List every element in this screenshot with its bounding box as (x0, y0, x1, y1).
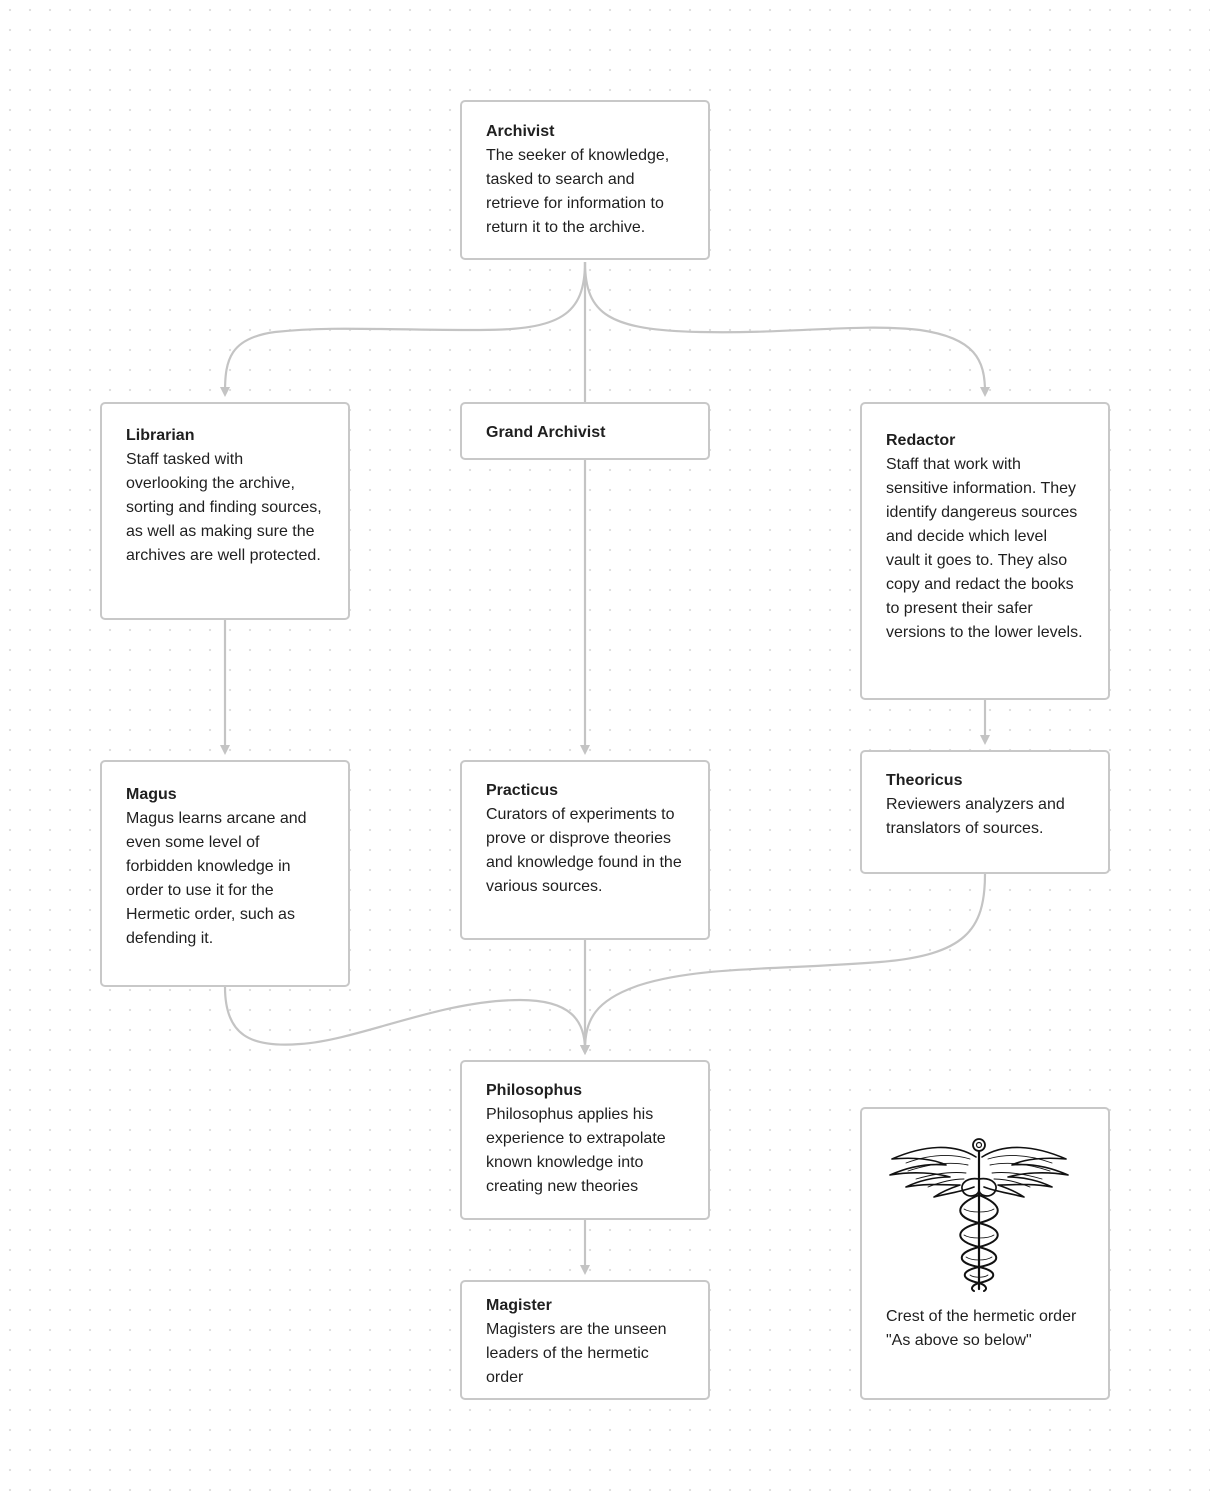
node-philosophus[interactable]: Philosophus Philosophus applies his expe… (460, 1060, 710, 1220)
node-description: Magus learns arcane and even some level … (126, 810, 307, 947)
node-title: Magister (486, 1297, 552, 1314)
node-magus[interactable]: Magus Magus learns arcane and even some … (100, 760, 350, 987)
crest-motto: "As above so below" (886, 1332, 1032, 1349)
edge-archivist-redactor (583, 261, 990, 397)
node-description: Philosophus applies his experience to ex… (486, 1106, 666, 1195)
node-description: Staff that work with sensitive informati… (886, 456, 1083, 641)
caduceus-icon (889, 1138, 1069, 1292)
node-description: Curators of experiments to prove or disp… (486, 806, 682, 895)
node-title: Philosophus (486, 1082, 582, 1099)
node-librarian[interactable]: Librarian Staff tasked with overlooking … (100, 402, 350, 620)
node-grand-archivist[interactable]: Grand Archivist (460, 402, 710, 460)
node-title: Practicus (486, 782, 559, 799)
crest-caption: Crest of the hermetic order (886, 1308, 1077, 1325)
node-title: Grand Archivist (486, 424, 606, 441)
node-title: Archivist (486, 123, 555, 140)
node-description: The seeker of knowledge, tasked to searc… (486, 147, 670, 236)
node-practicus[interactable]: Practicus Curators of experiments to pro… (460, 760, 710, 940)
edge-archivist-librarian (220, 261, 587, 397)
node-title: Magus (126, 786, 177, 803)
node-title: Theoricus (886, 772, 963, 789)
node-redactor[interactable]: Redactor Staff that work with sensitive … (860, 402, 1110, 700)
node-title: Librarian (126, 427, 195, 444)
node-archivist[interactable]: Archivist The seeker of knowledge, taske… (460, 100, 710, 260)
node-description: Magisters are the unseen leaders of the … (486, 1321, 667, 1386)
node-theoricus[interactable]: Theoricus Reviewers analyzers and transl… (860, 750, 1110, 874)
node-title: Redactor (886, 432, 956, 449)
node-magister[interactable]: Magister Magisters are the unseen leader… (460, 1280, 710, 1400)
node-description: Staff tasked with overlooking the archiv… (126, 451, 322, 564)
edge-magus-philosophus (223, 986, 590, 1055)
node-description: Reviewers analyzers and translators of s… (886, 796, 1065, 837)
node-crest[interactable]: Crest of the hermetic order "As above so… (860, 1107, 1110, 1400)
